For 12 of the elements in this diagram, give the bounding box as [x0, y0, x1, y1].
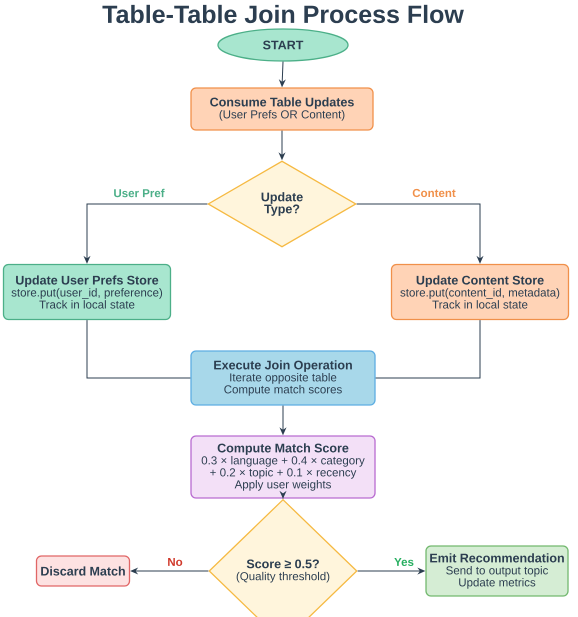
process-box: Update Content Store store.put(content_id, metadata) Track in local state	[390, 264, 570, 320]
edge-label: Yes	[393, 557, 415, 568]
process-box: Compute Match Score 0.3 × language + 0.4 × category + 0.2 × topic + 0.1 × recency Apply user weights	[190, 435, 376, 499]
process-box: Execute Join Operation Iterate opposite table Compute match scores	[190, 350, 376, 406]
terminal-box: Discard Match	[36, 555, 130, 587]
edge-label: User Pref	[112, 188, 166, 198]
process-box: Update User Prefs Store store.put(user_id, preference) Track in local state	[2, 264, 172, 320]
title: Table-Table Join Process Flow	[102, 4, 464, 24]
edge-label: No	[166, 557, 184, 568]
process-box: Consume Table Updates (User Prefs OR Content)	[190, 87, 374, 131]
edge-label: Content	[411, 188, 457, 198]
terminal-box: Emit Recommendation Send to output topic Update metrics	[425, 545, 569, 597]
